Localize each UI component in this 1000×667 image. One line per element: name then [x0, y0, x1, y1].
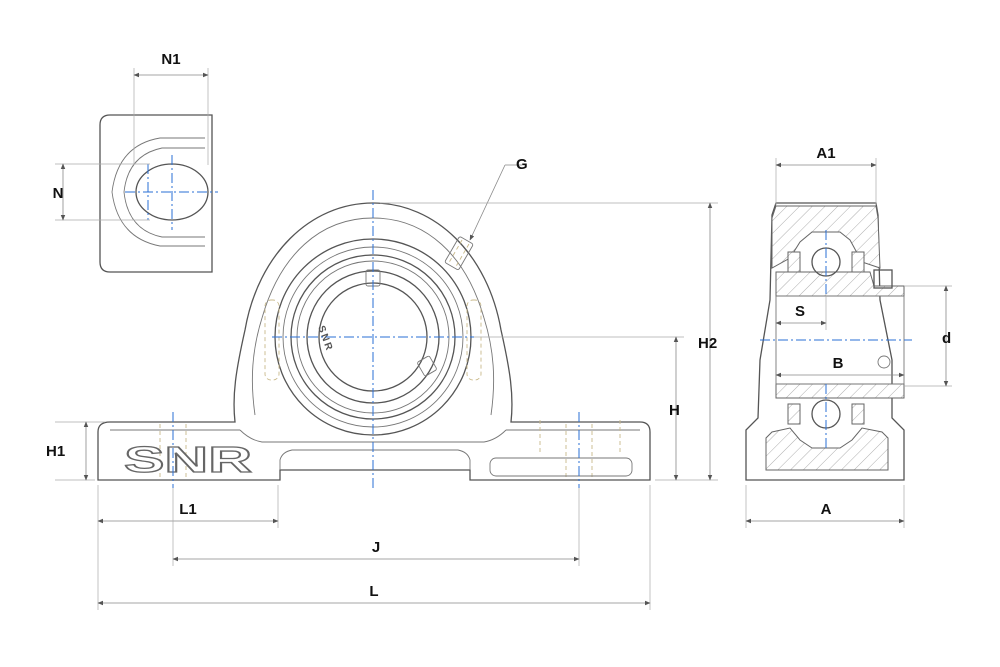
- dimension-a1: A1: [775, 145, 877, 205]
- slot-detail-recess: [111, 137, 205, 247]
- side-inner-ring-top: [775, 271, 905, 297]
- dimension-l1: L1: [97, 485, 279, 610]
- dimension-s: S: [775, 296, 827, 330]
- label-n1: N1: [161, 51, 180, 68]
- snr-logo: SNR: [124, 439, 252, 480]
- bearing-insert-marking: SNR: [315, 324, 335, 353]
- label-a: A: [821, 501, 832, 518]
- dimension-d: d: [904, 285, 952, 387]
- dimension-b: B: [775, 355, 905, 378]
- dimension-h1: H1: [46, 421, 105, 481]
- slot-right-foot: [489, 457, 633, 477]
- label-b: B: [833, 355, 844, 372]
- dimension-h2: H2: [380, 202, 718, 481]
- dimension-j: J: [172, 488, 580, 566]
- side-section-view: [745, 202, 912, 481]
- side-inner-ring-bottom: [775, 383, 905, 399]
- label-h2: H2: [698, 335, 717, 352]
- dimension-a: A: [745, 485, 905, 528]
- slot-detail-outline: [99, 114, 213, 273]
- hidden-foot-detail: [539, 420, 621, 455]
- hidden-hole-right: [565, 424, 593, 478]
- label-d: d: [942, 330, 951, 347]
- side-set-screw: [873, 269, 893, 289]
- slot-detail-view: N1 N: [53, 51, 218, 273]
- label-g: G: [516, 156, 528, 173]
- dimension-g: G: [469, 156, 528, 241]
- side-housing-section-bottom: [765, 427, 889, 471]
- label-a1: A1: [816, 145, 835, 162]
- dimension-l: L: [97, 485, 651, 610]
- side-seal-bottom-right: [851, 403, 865, 425]
- side-seal-top-left: [787, 251, 801, 273]
- side-lube-hole: [877, 355, 891, 369]
- side-seal-bottom-left: [787, 403, 801, 425]
- grease-nipple: [444, 236, 474, 270]
- label-l: L: [369, 583, 378, 600]
- hidden-boss-left: [264, 299, 280, 381]
- front-view: SNR SNR: [97, 190, 651, 488]
- label-s: S: [795, 303, 805, 320]
- label-n: N: [53, 185, 64, 202]
- label-l1: L1: [179, 501, 197, 518]
- label-j: J: [372, 539, 380, 556]
- housing-outline: [97, 202, 651, 481]
- set-screw-side: [417, 355, 437, 377]
- slot-detail-recess-inner: [123, 147, 205, 238]
- dimension-h: H: [474, 336, 684, 481]
- label-h: H: [669, 402, 680, 419]
- base-recess: [279, 449, 471, 470]
- label-h1: H1: [46, 443, 65, 460]
- hidden-hole-left: [159, 424, 187, 478]
- g-leader: [469, 164, 506, 241]
- side-housing-section-top: [771, 205, 881, 269]
- side-seal-top-right: [851, 251, 865, 273]
- hidden-boss-right: [466, 299, 482, 381]
